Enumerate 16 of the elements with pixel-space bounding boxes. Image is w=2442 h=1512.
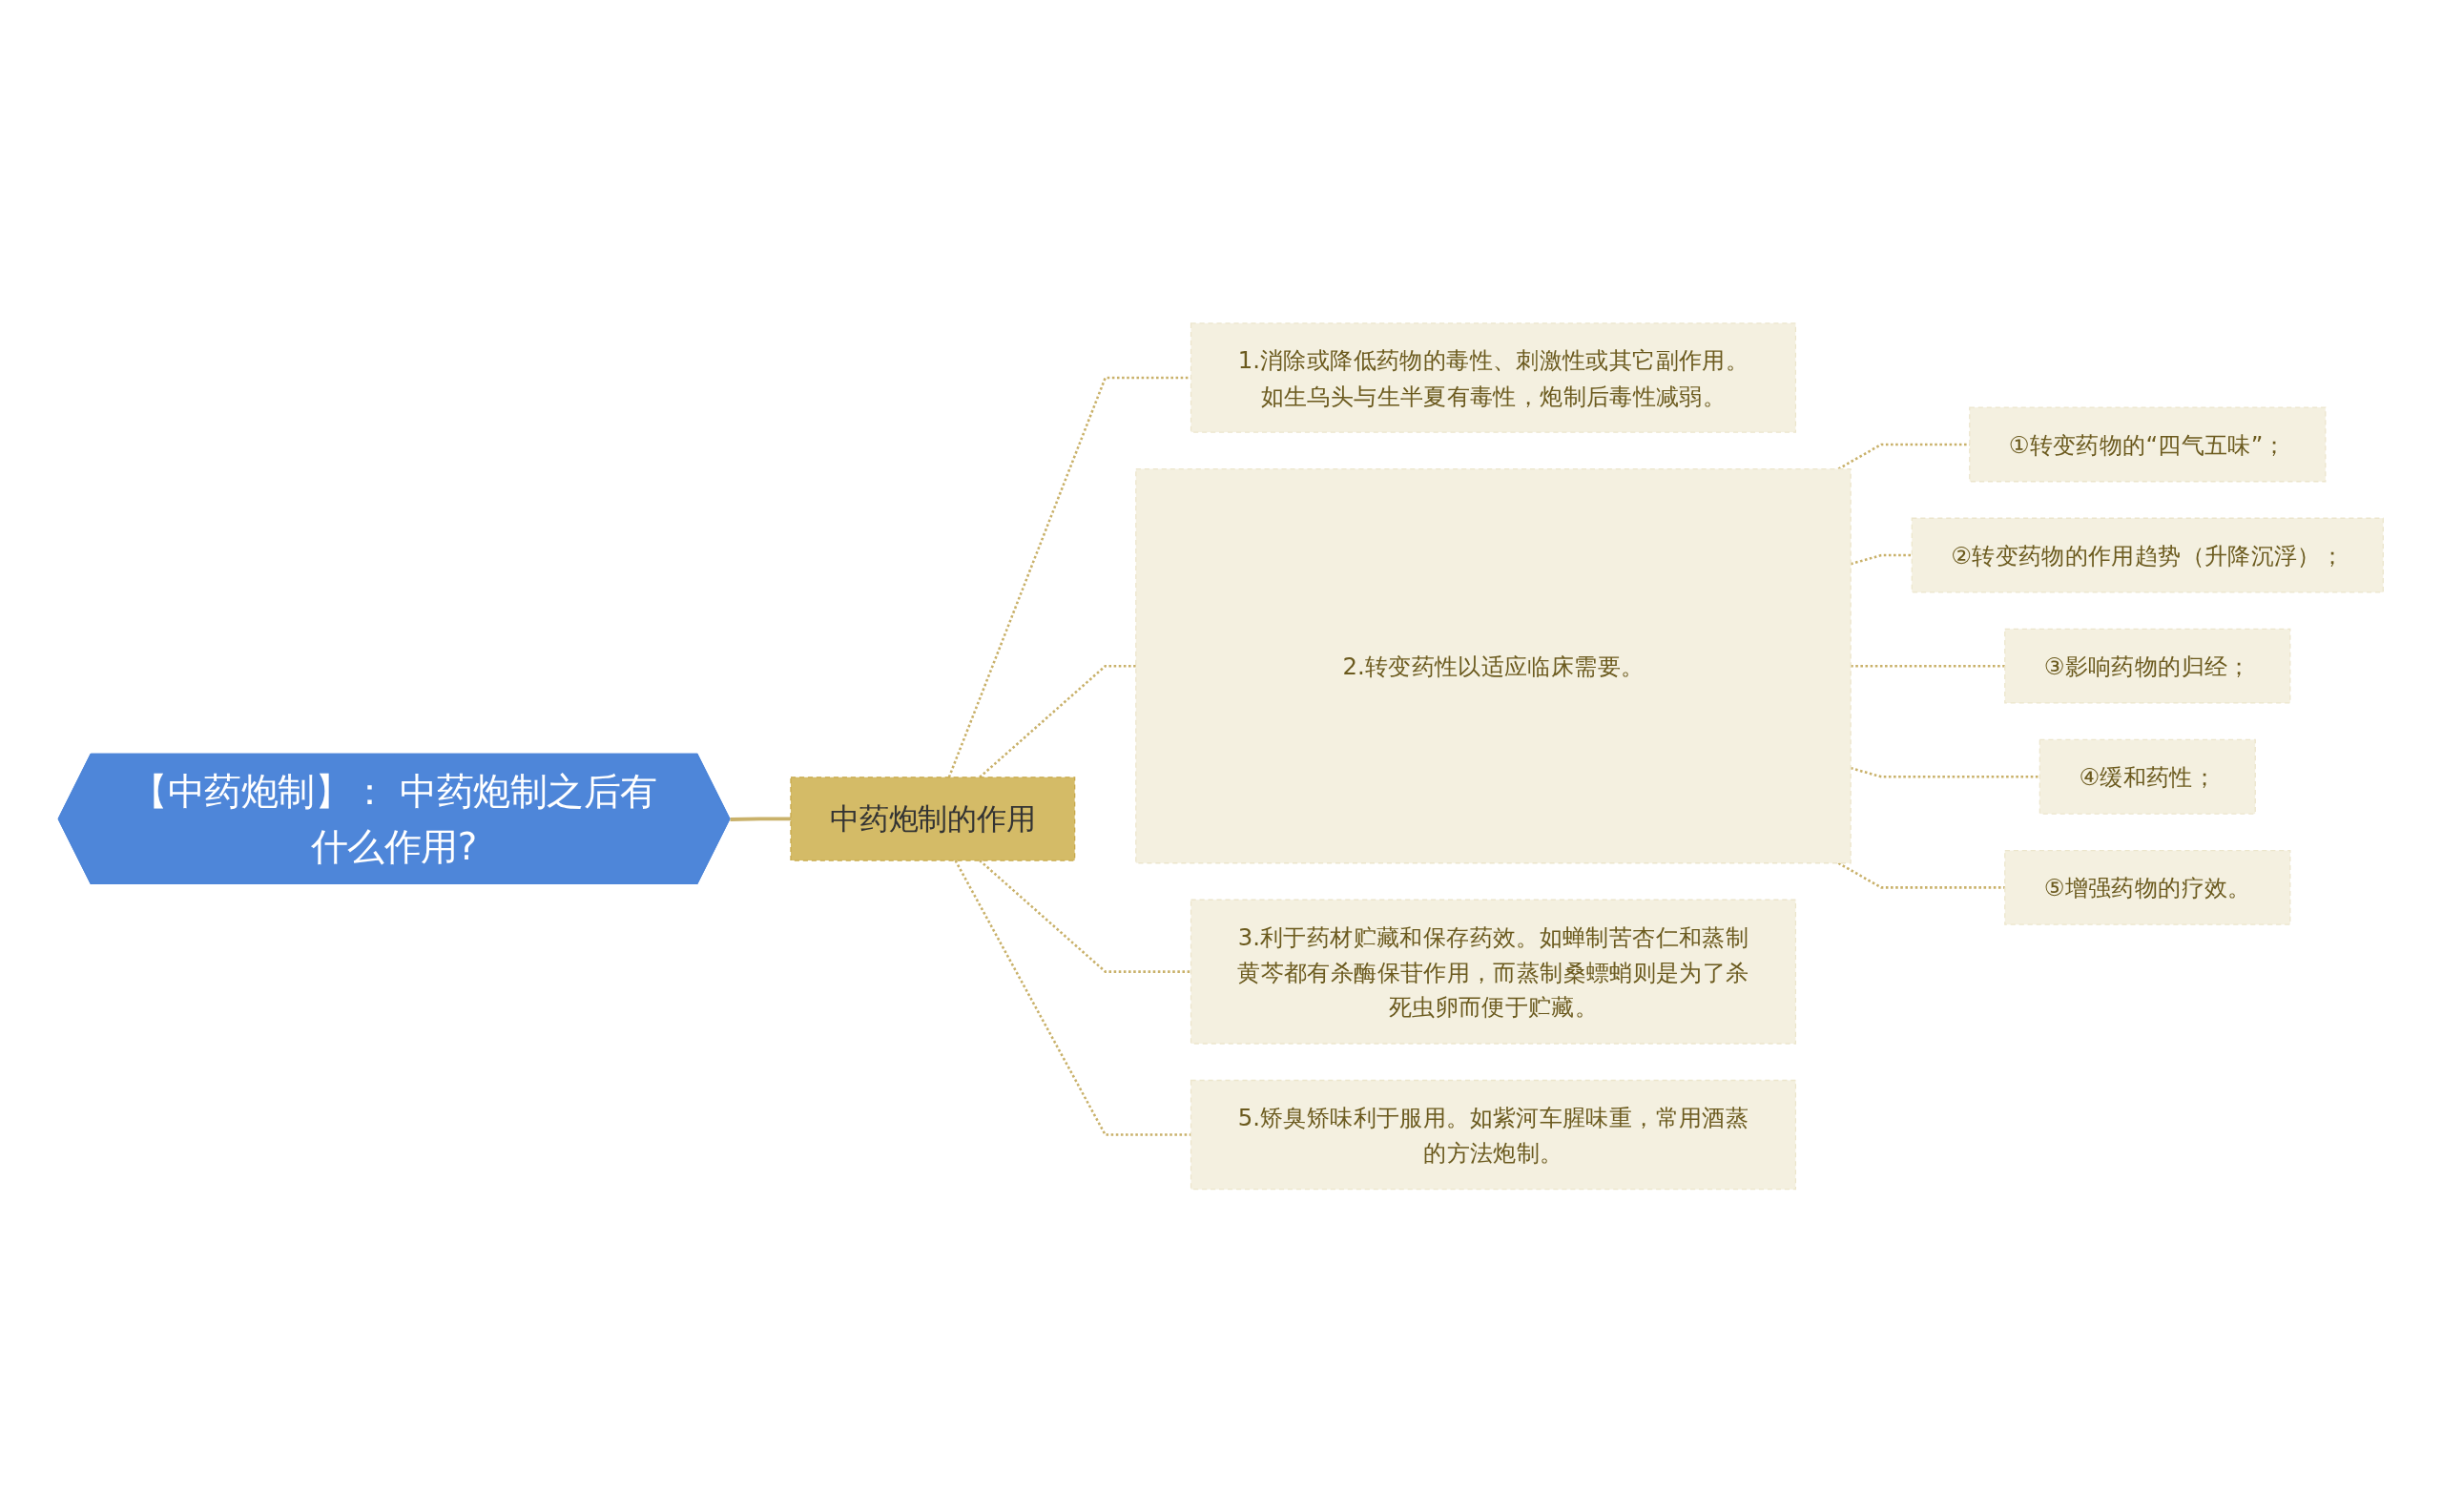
connector [947,376,1191,777]
node-box: ③影响药物的归经； [2004,628,2291,704]
node-box: ④缓和药性； [2038,738,2257,815]
node-box: ①转变药物的“四气五味”； [1969,406,2327,483]
connector [1837,443,1970,470]
node-box: ⑤增强药物的疗效。 [2004,849,2291,925]
node-box: ②转变药物的作用趋势（升降沉浮）； [1911,517,2385,593]
connector [979,664,1136,778]
connector [730,817,792,821]
node-box: 2.转变药性以适应临床需要。 [1135,467,1852,864]
node-box: 3.利于药材贮藏和保存药效。如蝉制苦杏仁和蒸制黄芩都有杀酶保苷作用，而蒸制桑螵蛸则是为了杀死虫卵而便于贮藏。 [1190,899,1797,1045]
node-box: 5.矫臭矫味利于服用。如紫河车腥味重，常用酒蒸的方法炮制。 [1190,1079,1797,1191]
connector [979,859,1191,973]
node-box: 1.消除或降低药物的毒性、刺激性或其它副作用。如生乌头与生半夏有毒性，炮制后毒性减弱。 [1190,321,1797,433]
node-box: 中药炮制的作用 [790,776,1076,861]
connector [954,860,1191,1136]
